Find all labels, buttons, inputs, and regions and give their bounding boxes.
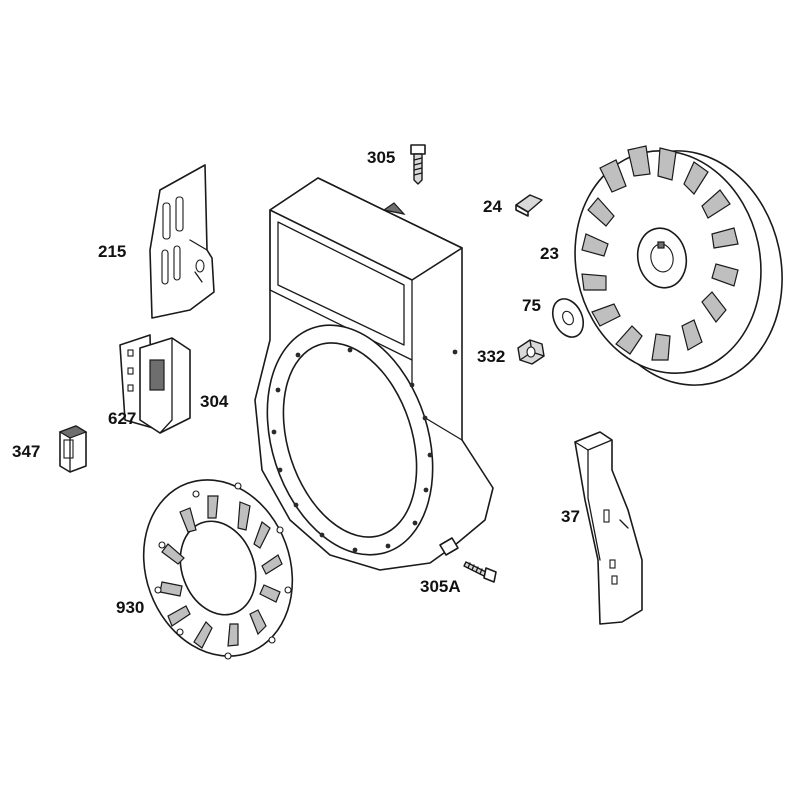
callout-305: 305 (367, 148, 396, 167)
callout-215: 215 (98, 242, 127, 261)
callout-37: 37 (561, 507, 580, 526)
callout-75: 75 (522, 296, 541, 315)
part-332-nut (517, 339, 545, 365)
part-347-switch (58, 425, 88, 473)
part-305a-bolt (463, 561, 497, 583)
callout-930: 930 (116, 598, 145, 617)
part-930-rotating-screen (142, 479, 294, 660)
part-304-blower-housing (254, 177, 494, 571)
callout-627: 627 (108, 409, 137, 428)
callout-304: 304 (200, 392, 229, 411)
callout-24: 24 (483, 197, 502, 216)
callout-347: 347 (12, 442, 41, 461)
callout-332: 332 (477, 347, 506, 366)
part-24-key (515, 194, 543, 217)
callout-305A: 305A (420, 577, 461, 596)
part-305-bolt (410, 144, 426, 185)
part-627-switch-bracket (119, 334, 191, 434)
callout-23: 23 (540, 244, 559, 263)
part-37-baffle (574, 431, 643, 625)
part-215-bracket (149, 164, 215, 319)
part-75-washer (551, 298, 585, 338)
part-23-flywheel (574, 145, 783, 386)
